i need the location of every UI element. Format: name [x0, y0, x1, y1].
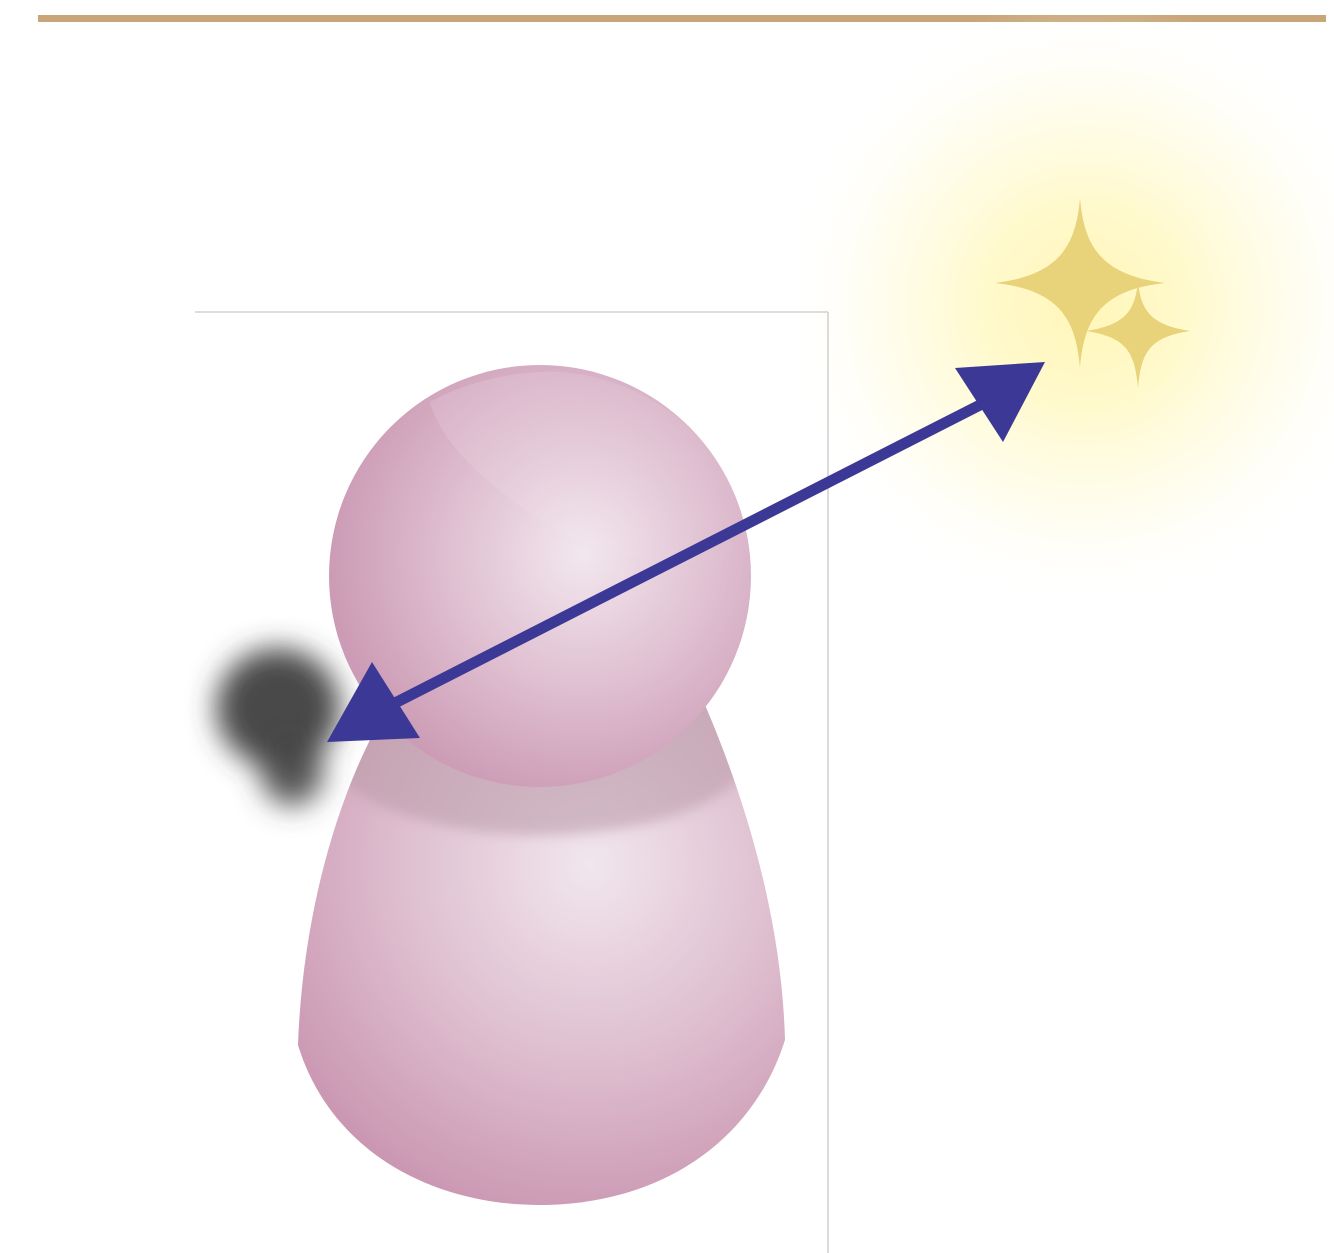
arrow-head-upper-right — [955, 362, 1045, 442]
shadow-blob-icon — [216, 648, 340, 806]
sparkle-icon — [995, 198, 1190, 388]
double-headed-arrow-icon — [327, 362, 1045, 742]
sparkle-large — [995, 198, 1165, 368]
sparkle-small — [1086, 282, 1190, 388]
head-sheen — [430, 371, 750, 564]
top-rule — [38, 15, 1326, 22]
arrow-head-lower-left — [327, 662, 420, 742]
person-figure-icon — [298, 365, 785, 1205]
arrow-shaft — [392, 400, 983, 708]
figure-body — [298, 705, 785, 1205]
